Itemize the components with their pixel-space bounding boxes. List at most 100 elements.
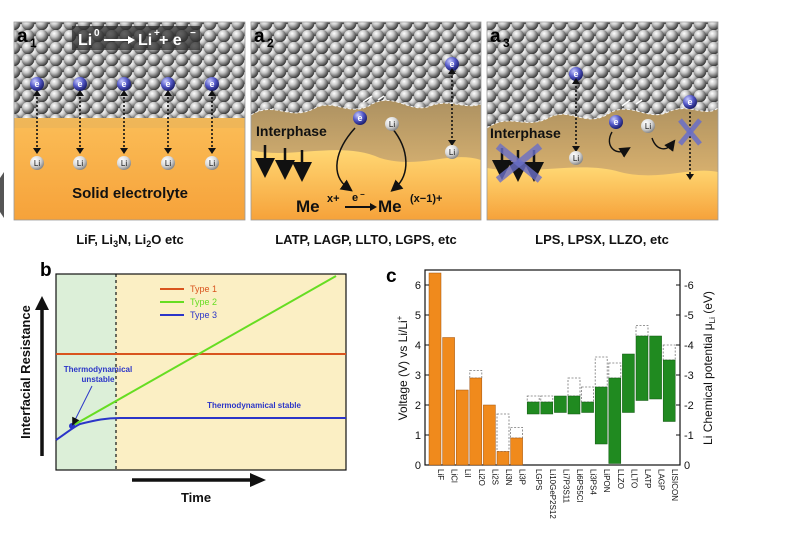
bar-dotted-t0 bbox=[526, 395, 540, 403]
a2-interphase-label: Interphase bbox=[256, 123, 327, 139]
a3-label: a 3 bbox=[490, 26, 510, 50]
svg-text:e: e bbox=[449, 59, 454, 69]
cat-label-ternary-3: Li6PS5Cl bbox=[575, 469, 584, 503]
electron-icon bbox=[30, 77, 44, 91]
a1-carrier-1: eLi bbox=[30, 77, 44, 170]
cat-label-binary-3: Li2O bbox=[477, 469, 486, 486]
svg-text:unstable: unstable bbox=[82, 375, 115, 384]
bar-binary-4 bbox=[483, 404, 496, 466]
electron-symbol: e bbox=[77, 79, 82, 89]
c-bars bbox=[428, 272, 676, 466]
svg-text:e: e bbox=[687, 97, 692, 107]
ytick-left-0: 0 bbox=[415, 460, 421, 472]
ytick-right-6: -6 bbox=[684, 280, 694, 292]
bar-dotted-t8 bbox=[635, 325, 649, 337]
cat-label-ternary-8: LATP bbox=[643, 469, 652, 488]
svg-text:Li: Li bbox=[449, 148, 455, 157]
panel-b: b Type 1 Type 2 Type 3 Thermodynamical u… bbox=[18, 260, 347, 505]
svg-text:3: 3 bbox=[503, 36, 510, 50]
svg-text:Li: Li bbox=[573, 154, 579, 163]
electron-icon bbox=[205, 77, 219, 91]
bar-binary-2 bbox=[455, 389, 469, 466]
a2-redox-cycle: e Li bbox=[336, 95, 407, 192]
a2-caption: LATP, LAGP, LLTO, LGPS, etc bbox=[275, 232, 457, 247]
svg-text:Type 1: Type 1 bbox=[190, 284, 217, 294]
b-x-arrow bbox=[132, 473, 266, 487]
bar-ternary-2 bbox=[554, 395, 567, 413]
svg-text:(x−1)+: (x−1)+ bbox=[410, 193, 442, 205]
bar-ternary-5 bbox=[594, 386, 608, 445]
bar-ternary-3 bbox=[567, 395, 581, 415]
c-ticks-right: 0-1-2-3-4-5-6 bbox=[676, 280, 694, 472]
a3-caption: LPS, LPSX, LLZO, etc bbox=[535, 232, 669, 247]
cat-label-binary-2: LiI bbox=[463, 469, 472, 477]
svg-text:e: e bbox=[573, 69, 578, 79]
ytick-left-1: 1 bbox=[415, 430, 421, 442]
svg-text:Li: Li bbox=[138, 32, 152, 49]
bar-dotted-6 bbox=[510, 427, 524, 439]
bar-ternary-7 bbox=[622, 353, 635, 413]
b-legend: Type 1 Type 2 Type 3 bbox=[160, 284, 217, 320]
cat-label-ternary-4: Li3PS4 bbox=[589, 469, 598, 495]
a1-carrier-4: eLi bbox=[161, 77, 175, 170]
a1-electrolyte-label: Solid electrolyte bbox=[72, 185, 188, 202]
ytick-left-3: 3 bbox=[415, 370, 421, 382]
ytick-right-2: -2 bbox=[684, 400, 694, 412]
svg-text:Li: Li bbox=[389, 120, 395, 129]
bar-dotted-t1 bbox=[540, 395, 554, 403]
electron-symbol: e bbox=[165, 79, 170, 89]
cat-label-ternary-0: LGPS bbox=[534, 469, 543, 490]
cat-label-binary-5: Li3N bbox=[504, 469, 513, 486]
svg-text:+: + bbox=[154, 28, 160, 39]
bar-binary-3 bbox=[469, 377, 483, 466]
svg-text:e: e bbox=[613, 117, 618, 127]
bar-dotted-t5 bbox=[594, 356, 608, 388]
li-ion-symbol: Li bbox=[121, 159, 127, 168]
svg-text:e: e bbox=[357, 113, 362, 123]
bar-ternary-0 bbox=[526, 401, 540, 415]
bar-ternary-10 bbox=[662, 359, 676, 422]
a1-carrier-5: eLi bbox=[205, 77, 219, 170]
b-xlabel: Time bbox=[181, 490, 211, 505]
a1-reaction-text: Li 0 Li + + e − bbox=[72, 26, 200, 50]
svg-text:+ e: + e bbox=[159, 32, 182, 49]
cat-label-ternary-5: LiPON bbox=[602, 469, 611, 493]
b-unstable-region bbox=[56, 274, 116, 470]
svg-text:e: e bbox=[352, 192, 358, 204]
bar-binary-0 bbox=[428, 272, 442, 466]
a1-carrier-2: eLi bbox=[73, 77, 87, 170]
a2-side-carrier: e Li bbox=[445, 57, 459, 159]
a3-blocked-growth bbox=[492, 143, 544, 183]
cat-label-ternary-10: LISICON bbox=[670, 469, 679, 501]
a2-electron-icon bbox=[353, 111, 367, 125]
svg-text:a: a bbox=[17, 26, 28, 47]
svg-text:2: 2 bbox=[267, 36, 274, 50]
electron-symbol: e bbox=[121, 79, 126, 89]
bar-dotted-t6 bbox=[608, 362, 622, 379]
ytick-left-4: 4 bbox=[415, 340, 421, 352]
li-ion-symbol: Li bbox=[77, 159, 83, 168]
li-ion-icon bbox=[30, 156, 44, 170]
c-ylabel-left: Voltage (V) vs Li/Li+ bbox=[395, 315, 410, 420]
cat-label-binary-6: Li3P bbox=[518, 469, 527, 485]
a2-label: a 2 bbox=[254, 26, 274, 50]
li-ion-symbol: Li bbox=[209, 159, 215, 168]
li-ion-icon bbox=[117, 156, 131, 170]
bar-ternary-8 bbox=[635, 335, 649, 401]
ytick-right-1: -1 bbox=[684, 430, 694, 442]
svg-text:−: − bbox=[190, 28, 196, 39]
li-ion-symbol: Li bbox=[165, 159, 171, 168]
b-label: b bbox=[40, 260, 52, 281]
cat-label-ternary-7: LLTO bbox=[629, 469, 638, 488]
cat-label-ternary-9: LAGP bbox=[657, 469, 666, 490]
bar-binary-1 bbox=[442, 337, 455, 466]
cat-label-binary-4: Li2S bbox=[490, 469, 499, 485]
bar-dotted-3 bbox=[469, 370, 483, 379]
c-ylabel-right: Li Chemical potential μLi (eV) bbox=[701, 291, 717, 445]
left-edge-mark bbox=[0, 172, 4, 218]
b-y-arrow bbox=[35, 296, 49, 456]
svg-text:Type 2: Type 2 bbox=[190, 297, 217, 307]
